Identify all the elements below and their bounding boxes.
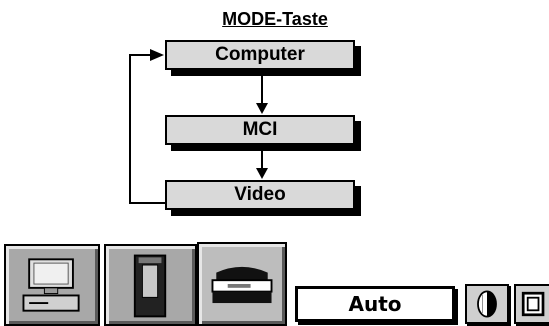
adjust-icon [477,290,497,318]
frame-icon [521,291,545,317]
computer-icon [22,258,80,312]
mode-flow-diagram: MODE-Taste Computer MCI Video [129,9,355,210]
adjust-button[interactable] [465,284,509,324]
toolbar: Auto [0,238,549,326]
mode-box-mci: MCI [165,115,355,145]
mode-box-video: Video [165,180,355,210]
projector-icon [211,266,273,304]
frame-button[interactable] [514,284,549,324]
flow-arrows [129,49,268,204]
mode-box-computer: Computer [165,40,355,70]
memory-card-icon [133,254,167,318]
arrow-video-to-computer [129,54,165,204]
memory-card-button[interactable] [104,244,197,326]
arrow-head-mci [256,103,268,114]
arrow-head-video [256,168,268,179]
mode-value-display[interactable]: Auto [295,286,455,322]
diagram-title: MODE-Taste [222,9,328,29]
projector-button[interactable] [197,242,287,326]
arrow-head-computer [150,49,164,61]
computer-mode-button[interactable] [4,244,100,326]
